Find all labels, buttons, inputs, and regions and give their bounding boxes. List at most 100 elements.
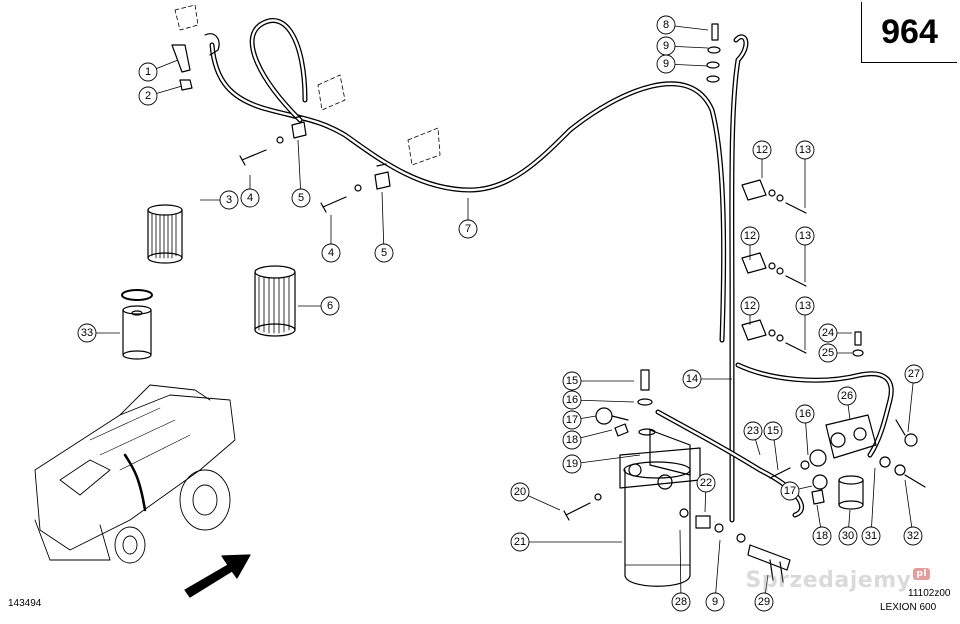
callout-number: 27 bbox=[908, 368, 920, 380]
callout-circle bbox=[682, 369, 702, 389]
direction-arrow bbox=[184, 554, 251, 598]
callout-circle bbox=[763, 421, 783, 441]
callout-number: 9 bbox=[712, 596, 718, 608]
callout-number: 6 bbox=[327, 300, 333, 312]
callout-circle bbox=[138, 86, 158, 106]
callout-leader bbox=[571, 454, 641, 465]
callout-number: 9 bbox=[663, 40, 669, 52]
callout-number: 13 bbox=[799, 230, 811, 242]
callout-number: 15 bbox=[566, 375, 578, 387]
callout-circle bbox=[219, 190, 239, 210]
callout-circle bbox=[562, 371, 582, 391]
callout-circle bbox=[656, 15, 676, 35]
fitting-22 bbox=[679, 508, 724, 533]
callout-number: 22 bbox=[700, 477, 712, 489]
bolt-4 bbox=[239, 136, 362, 213]
callout-circle bbox=[795, 140, 815, 160]
callout-circle bbox=[138, 62, 158, 82]
callout-circle bbox=[861, 526, 881, 546]
callout-number: 13 bbox=[799, 300, 811, 312]
banjo-fitting-17 bbox=[595, 407, 629, 437]
callout-number: 4 bbox=[328, 247, 334, 259]
callout-number: 16 bbox=[566, 394, 578, 406]
callout-circle bbox=[818, 323, 838, 343]
callout-circle bbox=[705, 592, 725, 612]
callout-number: 32 bbox=[907, 530, 919, 542]
callout-number: 24 bbox=[822, 327, 834, 339]
model-name: LEXION 600 bbox=[880, 602, 937, 613]
mounting-outline bbox=[174, 4, 441, 166]
callout-number: 21 bbox=[514, 536, 526, 548]
callout-number: 5 bbox=[298, 192, 304, 204]
fuel-hose-7 bbox=[209, 18, 727, 343]
fuel-filter-3 bbox=[147, 204, 183, 264]
bolt-8 bbox=[706, 23, 721, 83]
callout-number: 17 bbox=[566, 414, 578, 426]
bolt-15-right bbox=[769, 449, 926, 505]
callout-number: 18 bbox=[816, 530, 828, 542]
callout-circle bbox=[795, 296, 815, 316]
callout-leader bbox=[714, 539, 721, 603]
callout-circle bbox=[818, 343, 838, 363]
callout-number: 20 bbox=[514, 486, 526, 498]
callout-leader bbox=[381, 191, 385, 254]
callout-number: 12 bbox=[756, 144, 768, 156]
elbow-fitting-1 bbox=[171, 33, 220, 91]
callout-circle bbox=[374, 243, 394, 263]
callout-circle bbox=[77, 323, 97, 343]
callout-number: 13 bbox=[799, 144, 811, 156]
clamp-12-and-bolt-13 bbox=[741, 179, 807, 354]
callout-circle bbox=[812, 526, 832, 546]
water-separator-26 bbox=[825, 331, 877, 510]
fuel-hose-14 bbox=[729, 34, 749, 523]
callout-number: 29 bbox=[758, 596, 770, 608]
callout-circle bbox=[903, 526, 923, 546]
callout-number: 19 bbox=[566, 458, 578, 470]
callout-circle bbox=[240, 188, 260, 208]
fuel-hose-to-26 bbox=[735, 362, 894, 458]
callout-number: 5 bbox=[381, 247, 387, 259]
callout-number: 26 bbox=[841, 390, 853, 402]
callout-circle bbox=[291, 188, 311, 208]
callout-circle bbox=[740, 226, 760, 246]
drain-valve-29 bbox=[736, 533, 791, 583]
callout-circle bbox=[754, 592, 774, 612]
drawing-number: 143494 bbox=[8, 598, 42, 609]
callout-leader bbox=[297, 139, 302, 199]
reference-code: 11102z00 bbox=[908, 588, 951, 599]
callout-number: 14 bbox=[686, 373, 698, 385]
callout-number: 8 bbox=[663, 19, 669, 31]
callout-number: 16 bbox=[799, 408, 811, 420]
callout-leader bbox=[571, 399, 635, 403]
filter-housing-21 bbox=[619, 369, 701, 587]
callout-circle bbox=[837, 386, 857, 406]
callout-circle bbox=[656, 54, 676, 74]
callout-circle bbox=[458, 219, 478, 239]
hose-clamp-5 bbox=[291, 115, 391, 190]
callout-circle bbox=[780, 481, 800, 501]
callout-circle bbox=[562, 390, 582, 410]
callout-number: 9 bbox=[663, 58, 669, 70]
callout-leader bbox=[870, 467, 876, 537]
callout-circle bbox=[320, 296, 340, 316]
callout-number: 12 bbox=[744, 230, 756, 242]
callout-number: 3 bbox=[226, 194, 232, 206]
callout-circle bbox=[740, 296, 760, 316]
callout-number: 4 bbox=[247, 192, 253, 204]
callout-number: 31 bbox=[865, 530, 877, 542]
callout-circle bbox=[795, 404, 815, 424]
callout-circle bbox=[321, 243, 341, 263]
callout-circle bbox=[510, 532, 530, 552]
fuel-filter-6 bbox=[254, 265, 296, 337]
callout-number: 23 bbox=[747, 425, 759, 437]
callout-circle bbox=[696, 473, 716, 493]
callout-leader bbox=[679, 529, 682, 603]
banjo-27 bbox=[895, 419, 918, 447]
callout-number: 1 bbox=[145, 66, 151, 78]
callout-number: 30 bbox=[842, 530, 854, 542]
callout-circle bbox=[838, 526, 858, 546]
callout-circle bbox=[671, 592, 691, 612]
callout-circle bbox=[743, 421, 763, 441]
